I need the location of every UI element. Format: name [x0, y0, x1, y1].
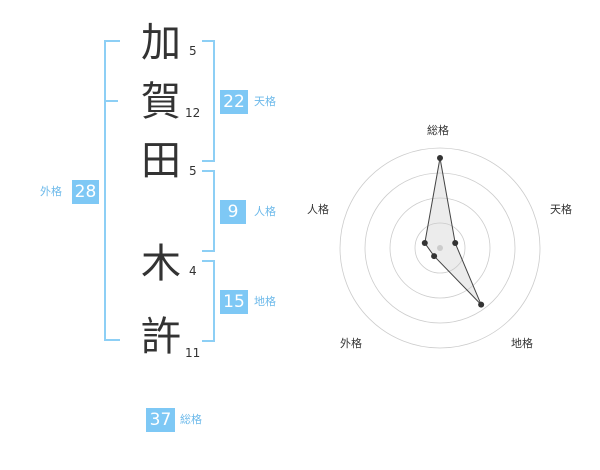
- jin-bracket: [202, 170, 215, 252]
- tenkaku-label: 天格: [254, 95, 276, 108]
- outer-bracket: [104, 40, 120, 341]
- stroke-count-2: 12: [185, 106, 201, 120]
- radar-point-4: [421, 240, 428, 247]
- gaikaku-label: 外格: [40, 185, 62, 198]
- stroke-count-5: 11: [185, 346, 201, 360]
- name-char-4: 木: [141, 241, 181, 287]
- stroke-count-4: 4: [189, 264, 197, 278]
- jinkaku-label: 人格: [254, 205, 276, 218]
- radar-axis-label-gaikaku: 外格: [340, 337, 362, 350]
- radar-axis-label-tenkaku: 天格: [550, 203, 572, 216]
- radar-ring-3: [364, 172, 516, 324]
- radar-ring-4: [339, 147, 541, 349]
- radar-point-0: [437, 155, 443, 161]
- radar-ring-2: [389, 197, 491, 299]
- name-char-1: 加: [141, 20, 181, 66]
- name-char-3: 田: [141, 138, 181, 184]
- soukaku-value: 37: [146, 408, 175, 432]
- radar-point-2: [478, 301, 485, 308]
- gaikaku-value: 28: [72, 180, 99, 204]
- name-char-2: 賀: [141, 79, 181, 125]
- radar-ring-1: [414, 222, 466, 274]
- chi-bracket: [202, 260, 215, 342]
- radar-axis-label-jinkaku: 人格: [307, 203, 329, 216]
- radar-point-1: [452, 240, 459, 247]
- radar-series-polygon: [424, 157, 482, 305]
- stroke-count-3: 5: [189, 164, 197, 178]
- chikaku-label: 地格: [254, 295, 276, 308]
- tenkaku-value: 22: [220, 90, 248, 114]
- radar-axis-label-chikaku: 地格: [511, 337, 533, 350]
- stroke-count-1: 5: [189, 44, 197, 58]
- jinkaku-value: 9: [220, 200, 246, 224]
- ten-bracket: [202, 40, 215, 162]
- radar-axis-label-soukaku: 総格: [427, 124, 449, 137]
- soukaku-label: 総格: [180, 413, 202, 426]
- chikaku-value: 15: [220, 290, 248, 314]
- radar-point-3: [431, 253, 438, 260]
- name-char-5: 許: [141, 314, 181, 360]
- outer-bracket-tick: [104, 100, 118, 102]
- radar-center-dot: [437, 245, 443, 251]
